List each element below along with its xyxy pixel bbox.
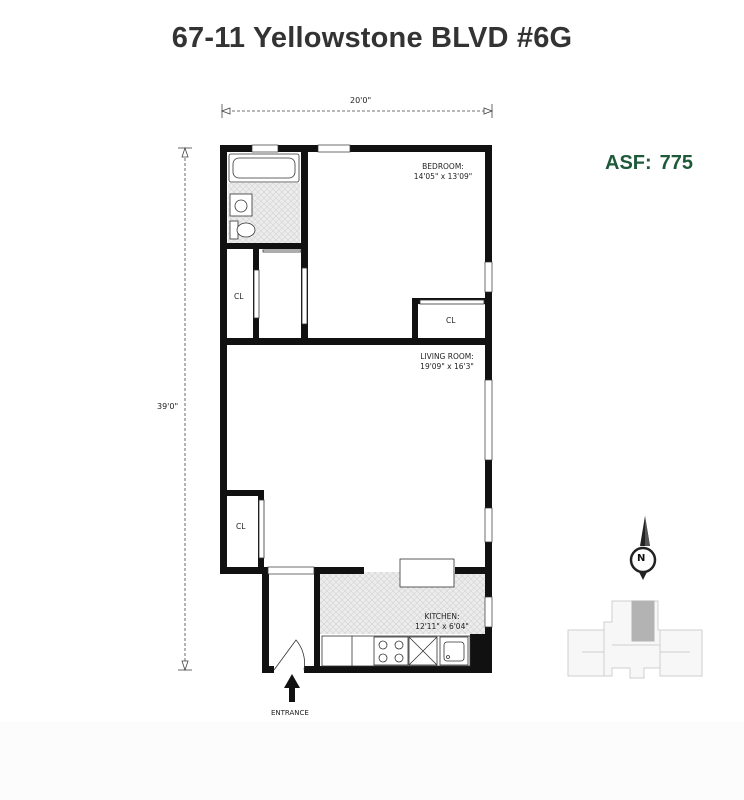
- width-dimension: 20'0": [350, 96, 372, 105]
- compass-letter: N: [637, 553, 646, 564]
- asf-label-text: ASF:: [605, 152, 652, 174]
- page-title: 67-11 Yellowstone BLVD #6G: [171, 22, 573, 54]
- bottom-band: [0, 722, 744, 800]
- bedroom-label: BEDROOM: 14'05" x 13'09": [398, 162, 488, 182]
- windows: [251, 144, 493, 628]
- kitchen-size: 12'11" x 6'04": [415, 622, 469, 631]
- bedroom-size: 14'05" x 13'09": [413, 172, 473, 181]
- entrance-door: [273, 639, 305, 671]
- kitchen-fixtures: [321, 558, 471, 667]
- bedroom-name: BEDROOM:: [422, 162, 464, 171]
- entrance-arrow-icon: [284, 674, 300, 702]
- living-room-size: 19'09" x 16'3": [420, 362, 474, 371]
- living-room-label: LIVING ROOM: 19'09" x 16'3": [404, 352, 490, 372]
- bathroom-fixtures: [228, 153, 300, 240]
- key-plan: [567, 600, 703, 679]
- dimension-lines: [178, 104, 494, 672]
- living-room-name: LIVING ROOM:: [420, 352, 474, 361]
- closet-label-2: CL: [446, 316, 456, 325]
- closet-doors: [253, 249, 485, 559]
- asf-label: ASF: 775: [605, 152, 693, 175]
- asf-value: 775: [659, 152, 694, 174]
- entrance-label: ENTRANCE: [271, 709, 309, 717]
- kitchen-label: KITCHEN: 12'11" x 6'04": [406, 612, 478, 632]
- closet-label-3: CL: [236, 522, 246, 531]
- height-dimension: 39'0": [157, 402, 179, 411]
- north-compass-icon: [629, 516, 657, 580]
- kitchen-name: KITCHEN:: [424, 612, 460, 621]
- closet-label-1: CL: [234, 292, 244, 301]
